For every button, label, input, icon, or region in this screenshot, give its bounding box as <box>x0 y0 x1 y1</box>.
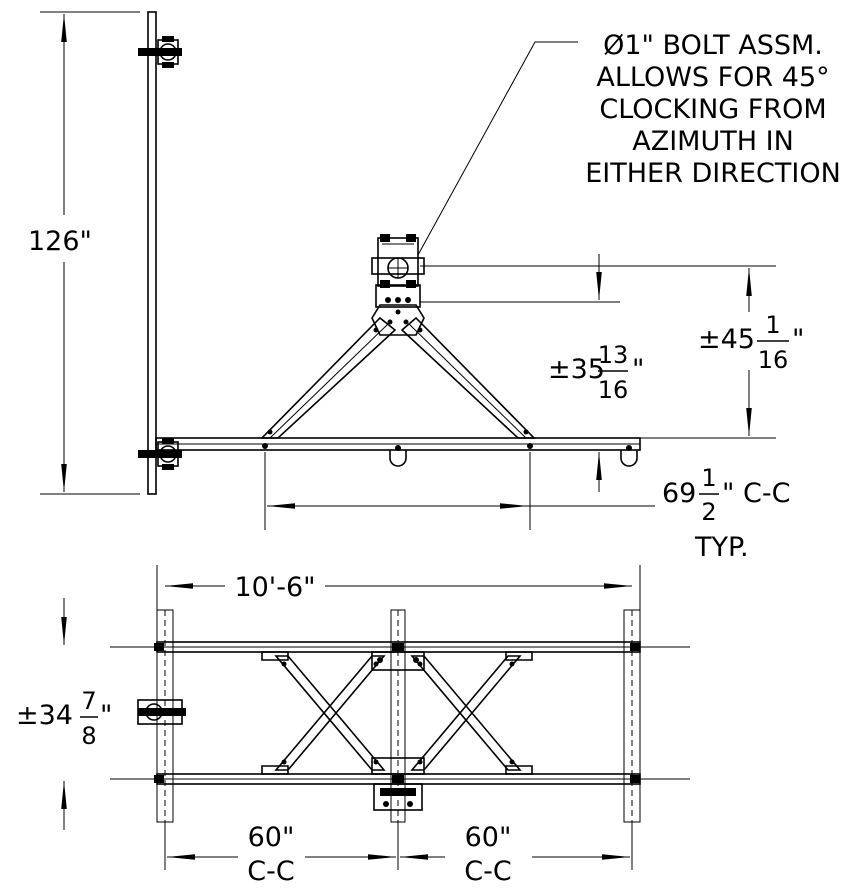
typ-label: TYP. <box>694 532 749 563</box>
dim-60-lines <box>164 822 633 870</box>
elevation-view <box>40 11 776 530</box>
boom-end-loop-right <box>620 445 638 467</box>
svg-text:69: 69 <box>662 478 696 509</box>
dim-69-label: 69 1 2 " C-C <box>662 464 790 526</box>
svg-text:13: 13 <box>598 341 629 369</box>
dim-69-lines <box>264 452 655 530</box>
bolt-assembly <box>371 234 425 288</box>
center-mount-plate <box>371 284 425 336</box>
svg-text:": " <box>792 324 804 355</box>
svg-text:8: 8 <box>81 722 96 750</box>
dim-34-label: ±34 7 8 " <box>16 687 112 750</box>
dim-10-6-label: 10'-6" <box>234 572 315 603</box>
x-brace-right <box>410 655 522 771</box>
dim-45-label: ±45 1 16 " <box>698 311 804 374</box>
cc-left-top-label: 60" <box>248 822 295 853</box>
svg-text:1: 1 <box>765 311 780 339</box>
bottom-mast-clamp <box>138 438 182 470</box>
note-line-1: Ø1" BOLT ASSM. <box>603 30 823 61</box>
svg-text:±34: ±34 <box>16 700 73 731</box>
x-brace-left <box>274 655 386 771</box>
dim-126-label: 126" <box>28 226 92 257</box>
diagonal-brace-right <box>400 316 536 439</box>
note-line-5: EITHER DIRECTION <box>585 158 841 189</box>
svg-text:" C-C: " C-C <box>722 478 790 509</box>
svg-text:±35: ±35 <box>548 354 605 385</box>
bolt-assembly-note: Ø1" BOLT ASSM. ALLOWS FOR 45° CLOCKING F… <box>585 30 841 189</box>
note-leader-line <box>417 41 578 256</box>
cc-right-bottom-label: C-C <box>464 856 511 887</box>
note-line-4: AZIMUTH IN <box>632 126 794 157</box>
svg-text:7: 7 <box>81 687 96 715</box>
plan-center-hardware <box>371 651 425 811</box>
svg-text:16: 16 <box>598 376 629 404</box>
plan-side-clamp <box>137 699 186 725</box>
svg-text:1: 1 <box>701 464 716 492</box>
dim-35-label: ±35 13 16 " <box>548 341 644 404</box>
svg-text:±45: ±45 <box>698 324 755 355</box>
mast <box>147 11 157 495</box>
svg-text:": " <box>632 354 644 385</box>
svg-text:": " <box>100 700 112 731</box>
dim-35-lines <box>420 254 620 492</box>
svg-text:2: 2 <box>701 498 716 526</box>
diagonal-brace-left <box>260 316 397 439</box>
note-line-3: CLOCKING FROM <box>599 94 826 125</box>
boom-center-loop <box>389 445 407 467</box>
note-line-2: ALLOWS FOR 45° <box>596 62 829 93</box>
dim-126-lines <box>40 11 140 495</box>
top-mast-clamp <box>138 36 182 68</box>
dim-45-lines <box>600 265 776 439</box>
cc-right-top-label: 60" <box>465 822 512 853</box>
svg-text:16: 16 <box>758 346 789 374</box>
plan-view <box>61 565 690 870</box>
cc-left-bottom-label: C-C <box>247 856 294 887</box>
